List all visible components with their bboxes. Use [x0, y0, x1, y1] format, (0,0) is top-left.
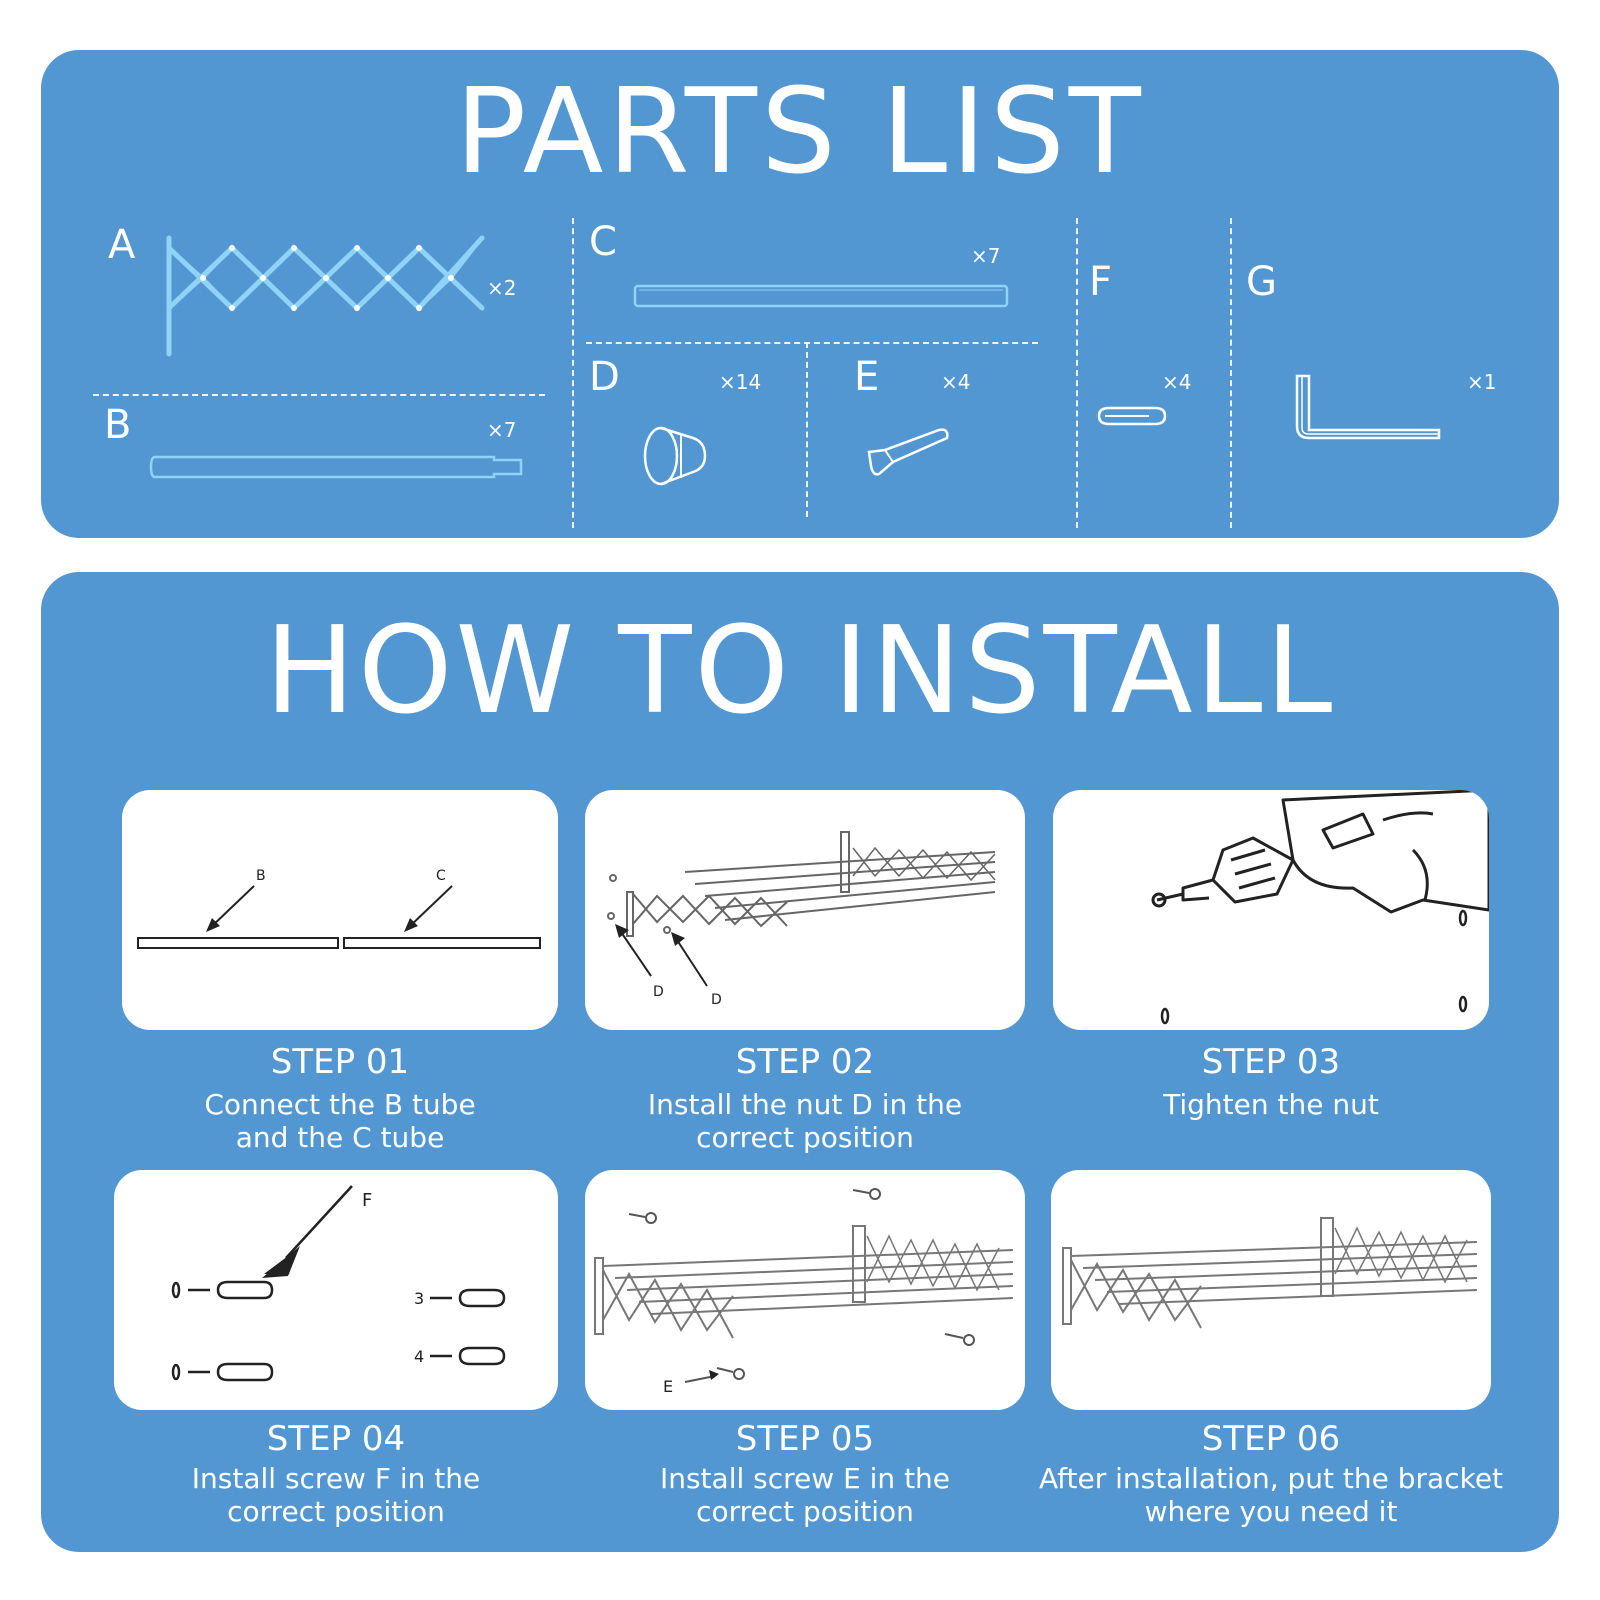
step-05-desc: Install screw E in the correct position — [659, 1462, 951, 1528]
step-03-image — [1053, 790, 1489, 1030]
step-02-title: STEP 02 — [735, 1042, 875, 1082]
screw-e-icon — [867, 428, 949, 476]
step-05-title: STEP 05 — [735, 1419, 875, 1459]
divider — [1230, 218, 1232, 528]
label-b: B — [256, 868, 266, 884]
parts-list-panel: PARTS LIST A ×2 B ×7 C ×7 D ×14 — [41, 50, 1559, 538]
part-f-letter: F — [1089, 259, 1113, 305]
divider — [93, 394, 545, 396]
step-04-desc: Install screw F in the correct position — [191, 1462, 481, 1528]
hex-key-icon — [1295, 374, 1441, 440]
divider — [1076, 218, 1078, 528]
label-f: F — [362, 1190, 372, 1211]
part-f-qty: ×4 — [1162, 370, 1192, 394]
divider — [586, 342, 1038, 344]
part-a-qty: ×2 — [487, 276, 517, 300]
parts-list-title: PARTS LIST — [455, 62, 1145, 200]
step-06-title: STEP 06 — [1201, 1419, 1341, 1459]
divider — [806, 342, 808, 517]
part-g-qty: ×1 — [1467, 370, 1497, 394]
part-b-qty: ×7 — [487, 418, 517, 442]
part-d-qty: ×14 — [719, 370, 762, 394]
label-d: D — [711, 992, 722, 1008]
label-d: D — [653, 984, 664, 1000]
position-mark: 3 — [414, 1289, 424, 1308]
part-a-letter: A — [108, 222, 136, 268]
step-04-title: STEP 04 — [266, 1419, 406, 1459]
step-04-image: 3 4 F — [114, 1170, 558, 1410]
part-c-qty: ×7 — [971, 244, 1001, 268]
part-e-letter: E — [854, 354, 880, 400]
part-c-letter: C — [589, 219, 617, 265]
how-to-install-title: HOW TO INSTALL — [264, 602, 1336, 741]
part-e-qty: ×4 — [941, 370, 971, 394]
step-03-title: STEP 03 — [1201, 1042, 1341, 1082]
step-06-image — [1051, 1170, 1491, 1410]
step-01-desc: Connect the B tube and the C tube — [204, 1088, 476, 1154]
step-05-image: E — [585, 1170, 1025, 1410]
part-g-letter: G — [1246, 259, 1277, 305]
label-c: C — [436, 868, 446, 884]
position-mark: 4 — [414, 1347, 424, 1366]
label-e: E — [663, 1377, 673, 1396]
step-02-desc: Install the nut D in the correct positio… — [647, 1088, 963, 1154]
tube-c-icon — [633, 284, 1009, 308]
divider — [572, 218, 574, 528]
folding-arm-icon — [166, 235, 485, 357]
part-d-letter: D — [589, 354, 620, 400]
anchor-f-icon — [1097, 406, 1167, 426]
part-b-letter: B — [104, 402, 132, 448]
step-01-title: STEP 01 — [270, 1042, 410, 1082]
drill-icon — [1151, 790, 1489, 1025]
nut-d-icon — [643, 426, 707, 486]
tube-b-icon — [149, 455, 523, 479]
how-to-install-panel: HOW TO INSTALL B C STEP 01 Connect the B… — [41, 572, 1559, 1552]
step-01-image: B C — [122, 790, 558, 1030]
step-06-desc: After installation, put the bracket wher… — [1038, 1462, 1504, 1528]
step-03-desc: Tighten the nut — [1163, 1088, 1379, 1121]
step-02-image: D D — [585, 790, 1025, 1030]
